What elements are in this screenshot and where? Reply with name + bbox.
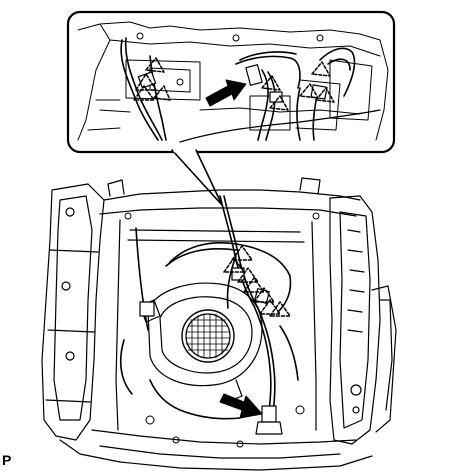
detail-connectors xyxy=(137,64,328,103)
frame-fasteners xyxy=(124,212,320,448)
detail-frame xyxy=(77,21,389,141)
main-wire-harness xyxy=(119,195,299,423)
motor-grille xyxy=(185,313,231,359)
lumbar-motor xyxy=(139,282,263,401)
illustration-code: P xyxy=(2,452,12,468)
lower-connector-arrow xyxy=(219,393,263,419)
detail-view xyxy=(66,10,396,206)
seat-frame xyxy=(41,177,397,471)
main-clamp-markers xyxy=(223,245,291,317)
main-connectors xyxy=(139,267,283,435)
detail-arrow xyxy=(205,79,247,107)
detail-clamp-markers xyxy=(133,57,335,111)
